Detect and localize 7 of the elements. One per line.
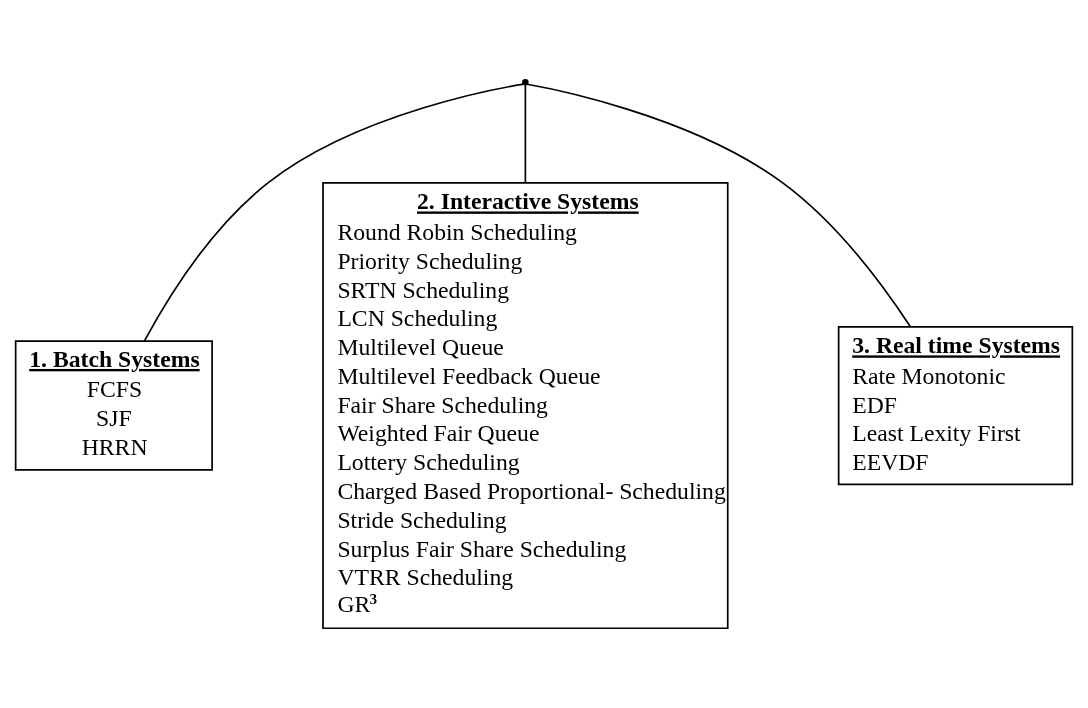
connector — [526, 83, 912, 328]
node-box: 1. Batch Systems FCFS SJF HRRN — [14, 340, 213, 471]
connector — [524, 83, 527, 184]
connector — [143, 83, 525, 342]
node-box: 3. Real time Systems Rate Monotonic EDF Least Lexity First EEVDF — [837, 325, 1074, 486]
node-point — [522, 78, 529, 86]
node-box: 2. Interactive Systems Round Robin Scheduling Priority Scheduling SRTN Scheduling LCN Scheduling Multilevel Queue Multilevel Feedback Queue Fair Share Scheduling Weighted Fair Queue Lottery Scheduling Charged Based Proportional- Scheduling Stride Scheduling Surplus Fair Share Scheduling VTRR Scheduling GR$^{3}$ — [322, 182, 729, 630]
